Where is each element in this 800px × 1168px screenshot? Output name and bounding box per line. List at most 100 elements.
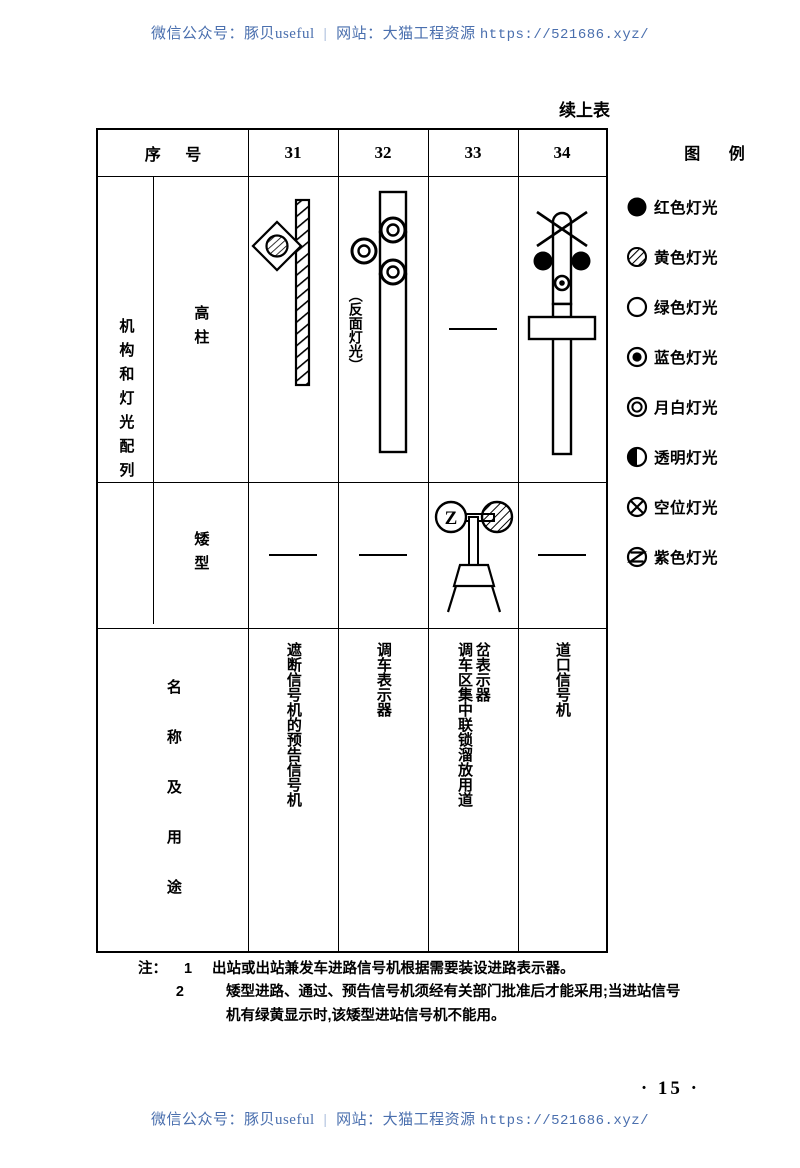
table-notes: 注： 1 出站或出站兼发车进路信号机根据需要装设进路表示器。 2 矮型进路、通过…	[138, 958, 683, 1028]
note-number-2: 2	[175, 984, 184, 1001]
note-row-1: 注： 1 出站或出站兼发车进路信号机根据需要装设进路表示器。	[138, 958, 683, 981]
diagram-cell-32-dwarf	[338, 482, 428, 628]
tall-label-text: 高柱	[192, 305, 210, 353]
diagram-cell-33-tall	[428, 176, 518, 482]
dash-31-dwarf	[269, 554, 317, 556]
header-number-32: 32	[374, 143, 392, 162]
footer-watermark: 微信公众号：豚贝useful|网站：大猫工程资源 https://521686.…	[0, 1108, 800, 1129]
s-curve-circle-icon	[620, 546, 654, 568]
dash-34-dwarf	[538, 554, 586, 556]
legend-item-purple: 紫色灯光	[620, 532, 795, 582]
header-cell-34: 34	[518, 130, 606, 176]
indicator-letter-z: Z	[445, 508, 458, 529]
header-number-34: 34	[553, 143, 571, 162]
red-light-left	[533, 251, 553, 271]
table-tall-dwarf-divider	[98, 482, 606, 483]
table-col-divider-2	[338, 130, 339, 951]
legend-panel: 图 例 红色灯光 黄色灯光 绿色灯光	[620, 140, 795, 582]
table-name-divider	[98, 628, 606, 629]
note-text-2: 矮型进路、通过、预告信号机须经有关部门批准后才能采用;当进站信号机有绿黄显示时,…	[226, 984, 681, 1024]
header-number-33: 33	[464, 143, 482, 162]
legend-label-transparent: 透明灯光	[654, 450, 719, 467]
note-text-1: 出站或出站兼发车进路信号机根据需要装设进路表示器。	[212, 961, 575, 977]
table-col-divider-1	[248, 130, 249, 951]
legend-item-vacant: 空位灯光	[620, 482, 795, 532]
dwarf-label-cell: 矮型	[153, 482, 248, 628]
name-use-label-cell: 名 称 及 用 途	[98, 628, 248, 953]
header-serial-label: 序 号	[144, 147, 212, 164]
note-row-2: 2 矮型进路、通过、预告信号机须经有关部门批准后才能采用;当进站信号机有绿黄显示…	[138, 981, 683, 1028]
note-number-1: 1	[184, 961, 193, 977]
legend-item-moonwhite: 月白灯光	[620, 382, 795, 432]
legend-label-green: 绿色灯光	[654, 300, 719, 317]
name-use-label-text: 名 称 及 用 途	[164, 678, 182, 903]
dash-32-dwarf	[359, 554, 407, 556]
legend-item-red: 红色灯光	[620, 182, 795, 232]
name-text-32: 调车表示器	[374, 642, 392, 717]
footer-watermark-site: 网站：大猫工程资源	[336, 1112, 476, 1128]
x-in-circle-icon	[620, 496, 654, 518]
legend-label-yellow: 黄色灯光	[654, 250, 719, 267]
header-cell-31: 31	[248, 130, 338, 176]
double-circle-icon	[620, 396, 654, 418]
signal-diagram-31	[251, 198, 311, 387]
half-filled-circle-icon	[620, 446, 654, 468]
name-cell-31: 遮断信号机的预告信号机	[248, 628, 338, 953]
table-subcol-divider	[153, 176, 154, 624]
legend-item-green: 绿色灯光	[620, 282, 795, 332]
legend-label-blue: 蓝色灯光	[654, 350, 719, 367]
header-watermark: 微信公众号：豚贝useful|网站：大猫工程资源 https://521686.…	[0, 22, 800, 43]
page-number: · 15 ·	[640, 1078, 700, 1099]
legend-title: 图 例	[684, 146, 757, 163]
signal-diagram-32	[350, 190, 408, 454]
header-number-31: 31	[284, 143, 302, 162]
notes-prefix: 注：	[138, 961, 167, 977]
watermark-wechat: 微信公众号：豚贝useful	[150, 26, 315, 42]
dwarf-label-text: 矮型	[192, 531, 210, 579]
table-col-divider-3	[428, 130, 429, 951]
diagram-cell-33-dwarf: Z	[428, 482, 518, 628]
name-text-33-line2: 岔表示器	[473, 642, 491, 702]
header-cell-33: 33	[428, 130, 518, 176]
legend-label-moonwhite: 月白灯光	[654, 400, 719, 417]
open-circle-icon	[620, 296, 654, 318]
header-cell-32: 32	[338, 130, 428, 176]
note-spacer	[198, 981, 226, 1028]
legend-item-yellow: 黄色灯光	[620, 232, 795, 282]
name-cell-34: 道口信号机	[518, 628, 606, 953]
name-text-31: 遮断信号机的预告信号机	[284, 642, 302, 807]
reverse-light-note: （反面灯光）	[347, 288, 364, 372]
diagram-cell-34-tall	[518, 176, 606, 482]
signal-equipment-table: 序 号 31 32 33 34 机构和灯光配列 高柱 矮型	[96, 128, 608, 953]
diagram-cell-31-tall	[248, 176, 338, 482]
hatched-circle-icon	[620, 246, 654, 268]
name-cell-33: 调车区集中联锁溜放用道 岔表示器	[428, 628, 518, 953]
diagram-cell-34-dwarf	[518, 482, 606, 628]
name-cell-32: 调车表示器	[338, 628, 428, 953]
legend-item-transparent: 透明灯光	[620, 432, 795, 482]
name-text-33-line1: 调车区集中联锁溜放用道	[456, 642, 473, 807]
diagram-cell-32-tall: （反面灯光）	[338, 176, 428, 482]
shunting-indicator-diagram: Z	[434, 500, 514, 613]
table-continuation-label: 续上表	[559, 101, 610, 120]
dot-in-circle-icon	[620, 346, 654, 368]
watermark-site: 网站：大猫工程资源	[336, 26, 476, 42]
name-text-34: 道口信号机	[553, 642, 571, 717]
legend-label-vacant: 空位灯光	[654, 500, 719, 517]
table-header-divider	[98, 176, 606, 177]
signal-diagram-34	[527, 210, 597, 456]
header-cell-row-label: 序 号	[98, 130, 248, 176]
legend-item-blue: 蓝色灯光	[620, 332, 795, 382]
diagram-cell-31-dwarf	[248, 482, 338, 628]
group-label-cell: 机构和灯光配列	[98, 176, 153, 628]
dash-33-tall	[449, 328, 497, 330]
filled-circle-icon	[620, 196, 654, 218]
legend-label-red: 红色灯光	[654, 200, 719, 217]
table-col-divider-4	[518, 130, 519, 951]
tall-label-cell: 高柱	[153, 176, 248, 482]
footer-watermark-url: https://521686.xyz/	[479, 1113, 650, 1129]
footer-watermark-wechat: 微信公众号：豚贝useful	[150, 1112, 315, 1128]
watermark-url: https://521686.xyz/	[479, 27, 650, 43]
red-light-right	[571, 251, 591, 271]
